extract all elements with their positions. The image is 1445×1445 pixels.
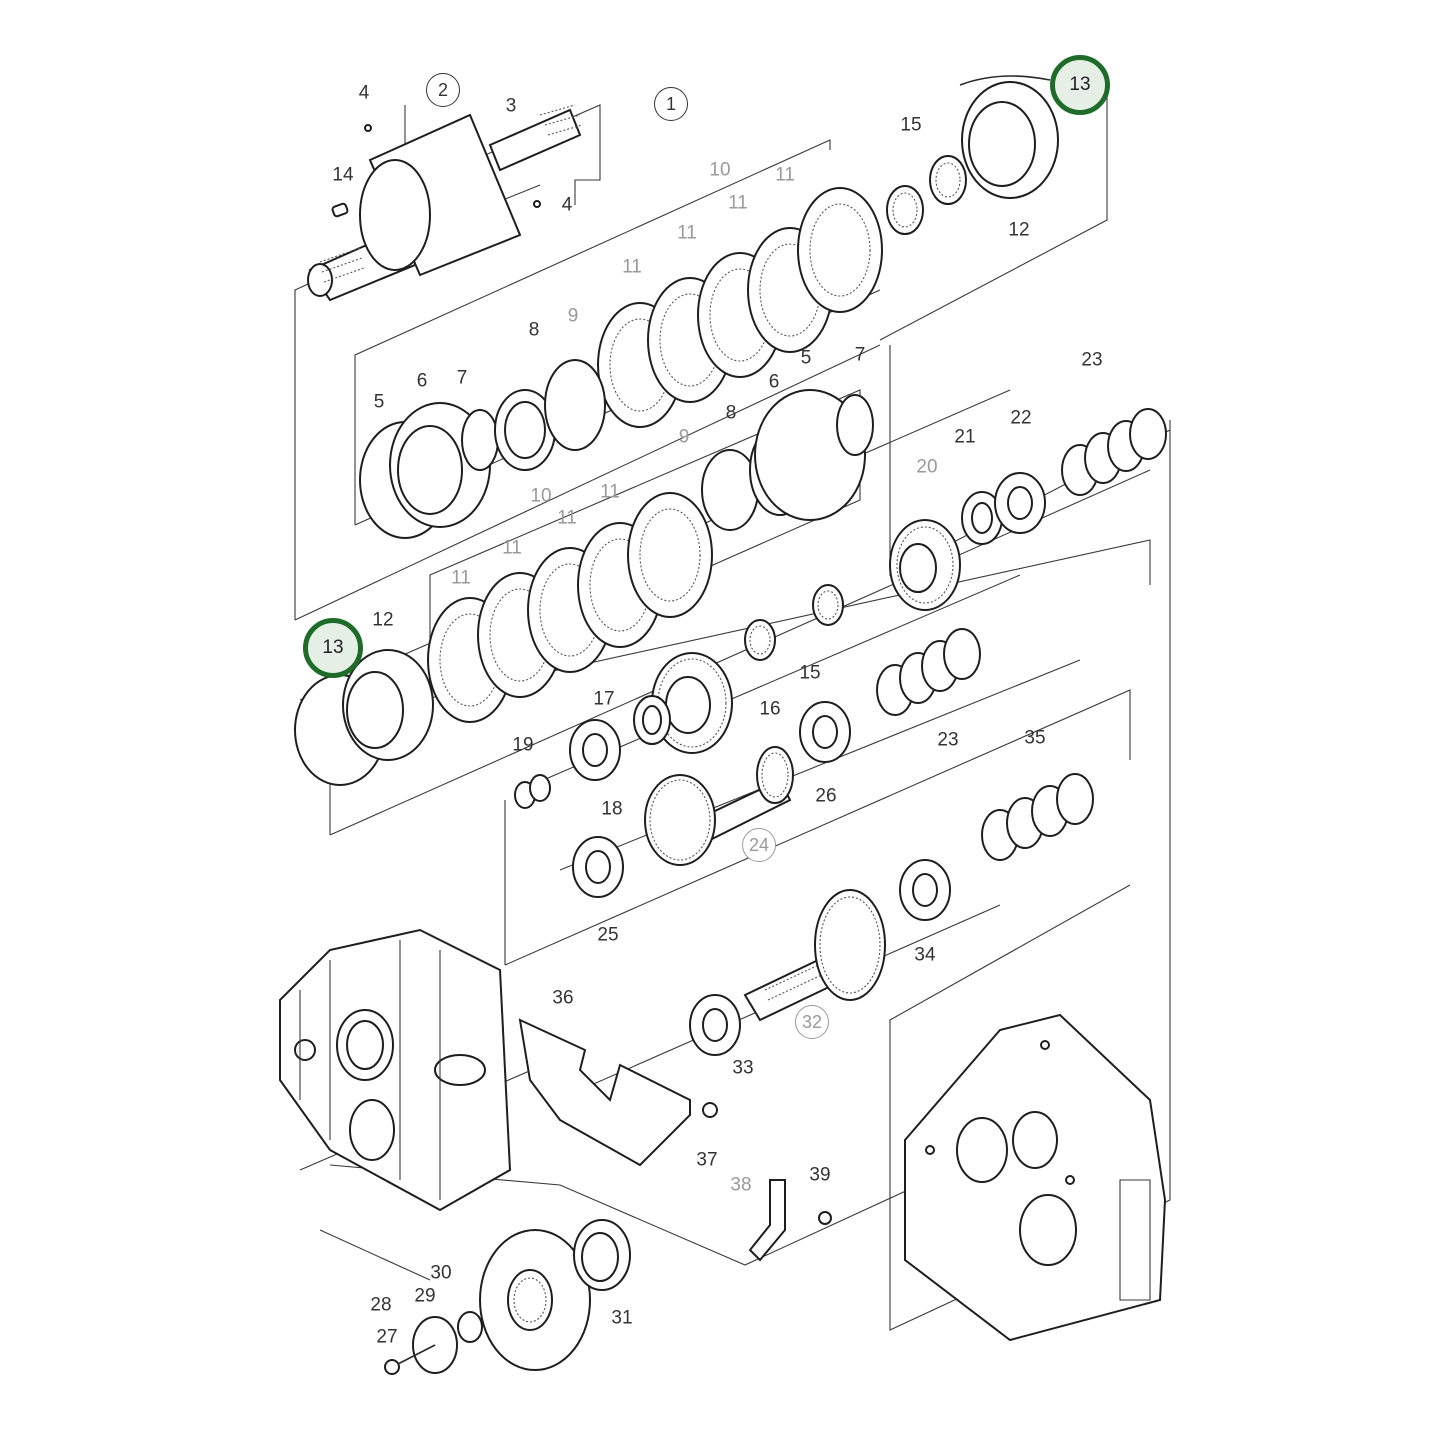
part-callout-19: 19 — [512, 734, 534, 756]
part-callout-15: 15 — [799, 662, 821, 684]
part-callout-39: 39 — [809, 1164, 831, 1186]
part-callout-36: 36 — [552, 987, 574, 1009]
gear-bearing-group-right — [889, 408, 1167, 611]
assembly-marker-2: 2 — [426, 73, 460, 107]
part-callout-11: 11 — [502, 537, 522, 559]
part-callout-35: 35 — [1024, 727, 1046, 749]
part-callout-34: 34 — [914, 944, 936, 966]
subassembly-marker-24: 24 — [742, 828, 776, 862]
part-callout-10: 10 — [709, 159, 731, 181]
part-callout-11: 11 — [600, 481, 620, 503]
part-callout-5: 5 — [800, 347, 812, 369]
part-callout-30: 30 — [430, 1262, 452, 1284]
part-callout-21: 21 — [954, 426, 976, 448]
part-callout-26: 26 — [815, 785, 837, 807]
part-callout-25: 25 — [597, 924, 619, 946]
part-callout-11: 11 — [451, 567, 471, 589]
part-callout-14: 14 — [332, 164, 354, 186]
part-callout-22: 22 — [1010, 407, 1032, 429]
output-flange-group — [384, 1219, 631, 1375]
part-callout-16: 16 — [759, 698, 781, 720]
upper-clutch-disc-stack — [597, 187, 883, 428]
part-callout-31: 31 — [611, 1307, 633, 1329]
part-callout-6: 6 — [768, 371, 780, 393]
countershaft-group — [514, 584, 981, 898]
upper-bearing-group — [886, 75, 1059, 235]
part-callout-8: 8 — [528, 319, 540, 341]
lower-piston-group — [701, 389, 874, 531]
part-callout-12: 12 — [372, 609, 394, 631]
part-callout-11: 11 — [622, 256, 642, 278]
part-callout-28: 28 — [370, 1294, 392, 1316]
part-callout-38: 38 — [730, 1174, 752, 1196]
part-callout-10: 10 — [530, 485, 552, 507]
part-callout-12: 12 — [1008, 219, 1030, 241]
part-callout-7: 7 — [854, 344, 866, 366]
part-callout-17: 17 — [593, 688, 615, 710]
part-callout-6: 6 — [416, 370, 428, 392]
part-callout-20: 20 — [916, 456, 938, 478]
part-callout-11: 11 — [728, 192, 748, 214]
part-callout-3: 3 — [505, 95, 517, 117]
highlighted-part-callout-13[interactable]: 13 — [303, 618, 363, 678]
part-callout-9: 9 — [678, 426, 690, 448]
subassembly-marker-32: 32 — [795, 1005, 829, 1039]
output-shaft-group — [689, 773, 1094, 1056]
part-callout-9: 9 — [567, 305, 579, 327]
part-callout-5: 5 — [373, 391, 385, 413]
rear-housing — [904, 1013, 1167, 1342]
part-callout-4: 4 — [358, 82, 370, 104]
part-callout-27: 27 — [376, 1326, 398, 1348]
lower-clutch-disc-stack — [427, 492, 713, 723]
part-callout-23: 23 — [1081, 349, 1103, 371]
part-callout-11: 11 — [677, 222, 697, 244]
part-callout-4: 4 — [561, 194, 573, 216]
main-housing — [279, 928, 512, 1212]
part-callout-11: 11 — [775, 164, 795, 186]
upper-piston-group — [359, 359, 606, 539]
part-callout-18: 18 — [601, 798, 623, 820]
cover-plate-group — [518, 1018, 832, 1262]
part-callout-8: 8 — [725, 402, 737, 424]
part-callout-37: 37 — [696, 1149, 718, 1171]
assembly-marker-1: 1 — [654, 87, 688, 121]
part-callout-15: 15 — [900, 114, 922, 136]
part-callout-11: 11 — [557, 507, 577, 529]
part-callout-7: 7 — [456, 367, 468, 389]
part-callout-23: 23 — [937, 729, 959, 751]
part-callout-33: 33 — [732, 1057, 754, 1079]
highlighted-part-callout-13[interactable]: 13 — [1050, 55, 1110, 115]
input-shaft-drum — [307, 104, 583, 302]
part-callout-29: 29 — [414, 1285, 436, 1307]
